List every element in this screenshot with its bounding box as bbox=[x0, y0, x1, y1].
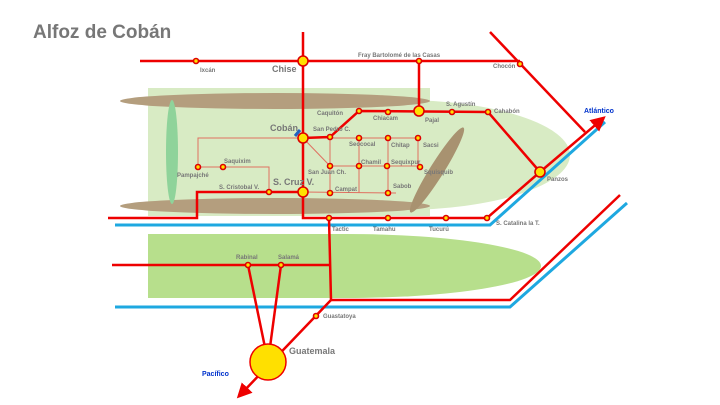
label-scristobal: S. Cristobal V. bbox=[219, 185, 259, 191]
label-salama: Salamá bbox=[278, 255, 300, 261]
guatemala-node bbox=[249, 343, 287, 381]
label-guatemala: Guatemala bbox=[289, 346, 336, 356]
station-labels: Ixcán Chise Fray Bartolomé de las Casas … bbox=[177, 53, 614, 378]
label-caquiton: Caquitón bbox=[317, 111, 343, 117]
label-chiacam: Chiacam bbox=[373, 116, 398, 122]
label-squisquib: Squisquib bbox=[424, 170, 453, 176]
label-fray: Fray Bartolomé de las Casas bbox=[358, 53, 441, 59]
label-panzos: Panzos bbox=[547, 177, 569, 183]
label-saquixim: Saquixim bbox=[224, 159, 251, 165]
label-scruz: S. Cruz V. bbox=[273, 177, 314, 187]
label-sanpedro: San Pedro C. bbox=[313, 127, 351, 133]
label-sacsi: Sacsi bbox=[423, 143, 439, 149]
label-sequixpur: Sequixpur bbox=[391, 160, 421, 166]
label-atlantico: Atlántico bbox=[584, 108, 614, 115]
page-title: Alfoz de Cobán bbox=[33, 22, 172, 43]
label-tactic: Tactic bbox=[332, 227, 350, 233]
label-chamil: Chamil bbox=[361, 160, 381, 166]
label-rabinal: Rabinal bbox=[236, 255, 258, 261]
label-sanjuan: San Juan Ch. bbox=[308, 170, 346, 176]
label-pampajche: Pampajché bbox=[177, 173, 209, 179]
label-sagustin: S. Agustín bbox=[446, 102, 476, 108]
label-campat: Campat bbox=[335, 187, 357, 193]
label-seococal: Seococal bbox=[349, 142, 376, 148]
label-chocon: Chocón bbox=[493, 64, 516, 70]
label-pacifico: Pacífico bbox=[202, 371, 229, 378]
label-chise: Chise bbox=[272, 64, 297, 74]
label-tucuru: Tucurú bbox=[429, 227, 449, 233]
label-cahabon: Cahabón bbox=[494, 109, 520, 115]
label-pajal: Pajal bbox=[425, 118, 439, 124]
label-chitap: Chitap bbox=[391, 143, 410, 149]
stations bbox=[192, 55, 546, 381]
label-coban: Cobán bbox=[270, 123, 298, 133]
regions bbox=[120, 88, 570, 298]
label-sabob: Sabob bbox=[393, 184, 412, 190]
label-scatalina: S. Catalina la T. bbox=[496, 221, 540, 227]
coastlines bbox=[115, 120, 628, 309]
label-ixcan: Ixcán bbox=[200, 68, 216, 74]
label-guastatoya: Guastatoya bbox=[323, 314, 356, 320]
label-tamahu: Tamahu bbox=[373, 227, 396, 233]
